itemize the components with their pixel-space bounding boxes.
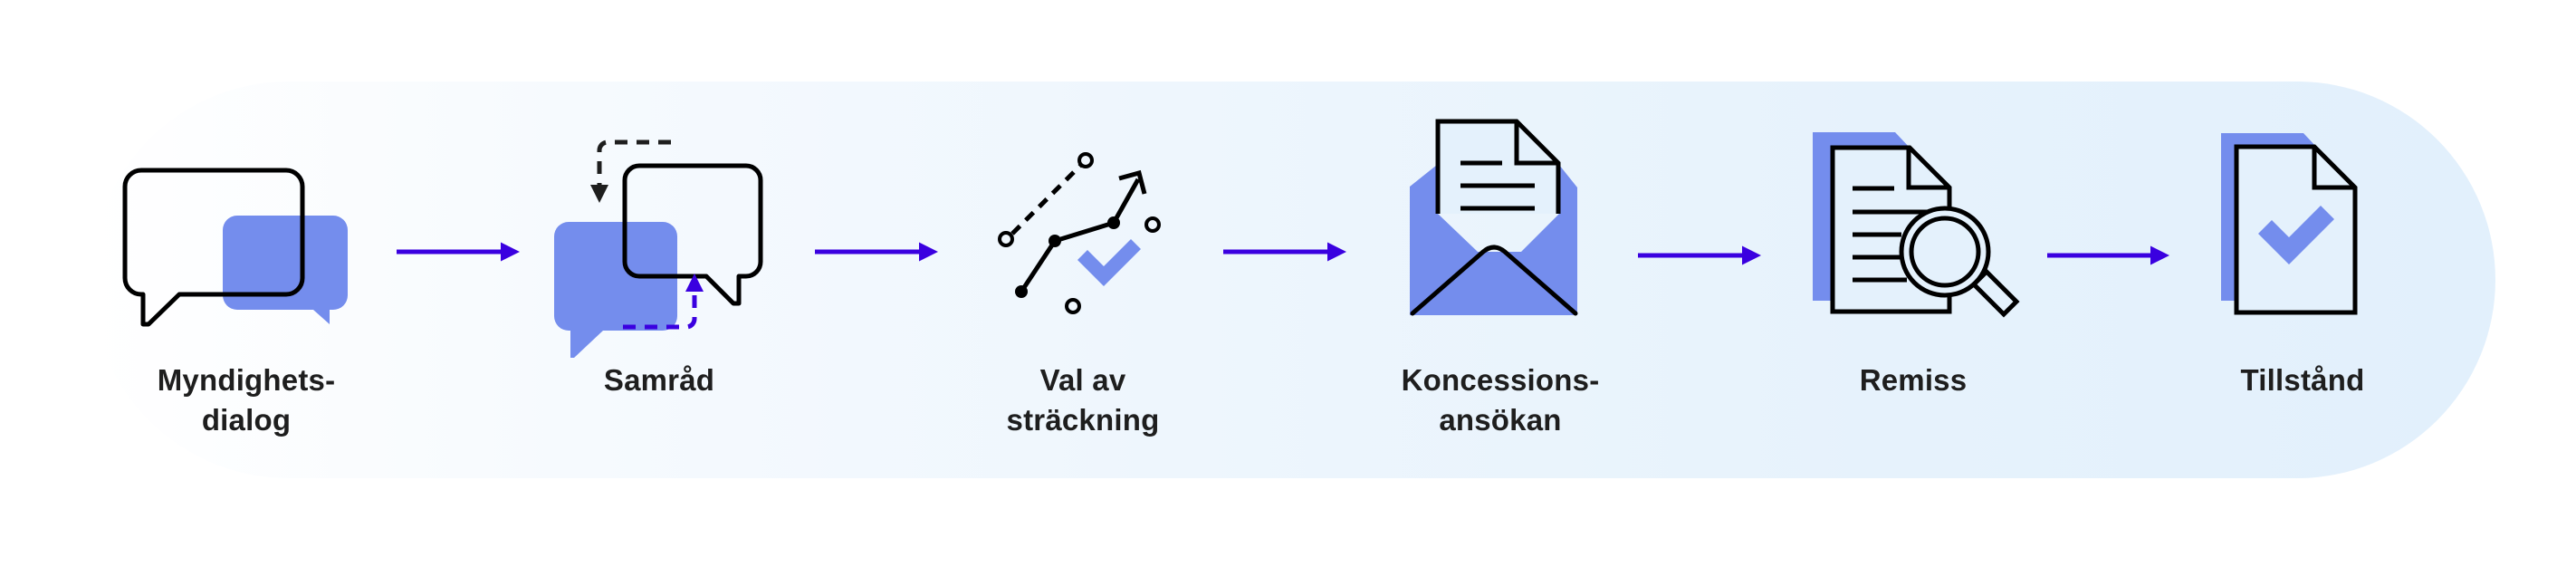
step-label-remiss: Remiss bbox=[1768, 360, 2058, 400]
step-label-myndighetsdialog: Myndighets- dialog bbox=[101, 360, 391, 440]
route-selection-icon bbox=[998, 152, 1161, 314]
document-check-icon bbox=[2221, 133, 2358, 315]
consultation-bubbles-icon bbox=[554, 139, 763, 358]
connector-arrows bbox=[397, 242, 2169, 265]
envelope-document-icon bbox=[1410, 119, 1578, 316]
process-background-panel bbox=[91, 82, 2495, 478]
label-line-1: Myndighets- bbox=[157, 363, 336, 397]
step-label-koncessionsansokan: Koncessions- ansökan bbox=[1355, 360, 1645, 440]
document-search-icon bbox=[1813, 132, 2020, 318]
chat-bubbles-icon bbox=[122, 168, 348, 327]
label-line-1: Koncessions- bbox=[1401, 363, 1600, 397]
label-line-1: Tillstånd bbox=[2240, 363, 2365, 397]
label-line-1: Remiss bbox=[1859, 363, 1968, 397]
label-line-2: sträckning bbox=[1006, 403, 1160, 437]
label-line-1: Samråd bbox=[603, 363, 715, 397]
step-label-tillstand: Tillstånd bbox=[2158, 360, 2447, 400]
label-line-1: Val av bbox=[1039, 363, 1126, 397]
label-line-2: dialog bbox=[201, 403, 292, 437]
step-label-val-av-strackning: Val av sträckning bbox=[938, 360, 1228, 440]
step-label-samrad: Samråd bbox=[514, 360, 804, 400]
label-line-2: ansökan bbox=[1439, 403, 1562, 437]
